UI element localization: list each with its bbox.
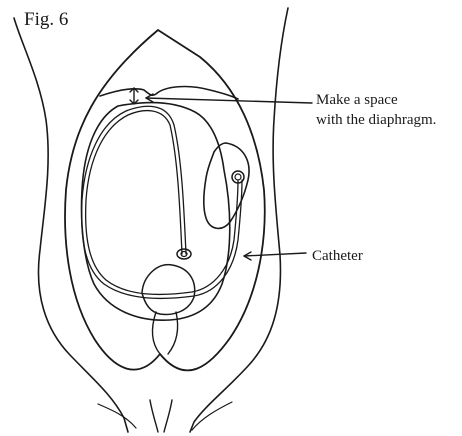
diaphragm-edge <box>100 87 238 99</box>
catheter-tip-inner <box>235 174 241 180</box>
figure-label: Fig. 6 <box>24 9 68 30</box>
catheter-annotation: Catheter <box>312 248 363 264</box>
space-indicator-arrow <box>130 88 138 104</box>
incision-outline <box>65 30 265 370</box>
heart <box>142 265 195 315</box>
diaphragm-annotation-line1: Make a space <box>316 92 398 108</box>
vessel <box>153 312 178 354</box>
catheter-leader-line <box>244 253 306 256</box>
diaphragm-leader-line <box>146 98 312 103</box>
catheter-outer <box>86 111 238 295</box>
cavity-outline <box>82 103 230 321</box>
catheter-knot <box>177 249 191 259</box>
lower-crease-left <box>150 400 158 432</box>
diaphragm-annotation-line2: with the diaphragm. <box>316 112 436 128</box>
body-outline-left <box>14 18 128 432</box>
lower-crease-right <box>164 400 172 432</box>
body-outline-right <box>190 8 288 432</box>
